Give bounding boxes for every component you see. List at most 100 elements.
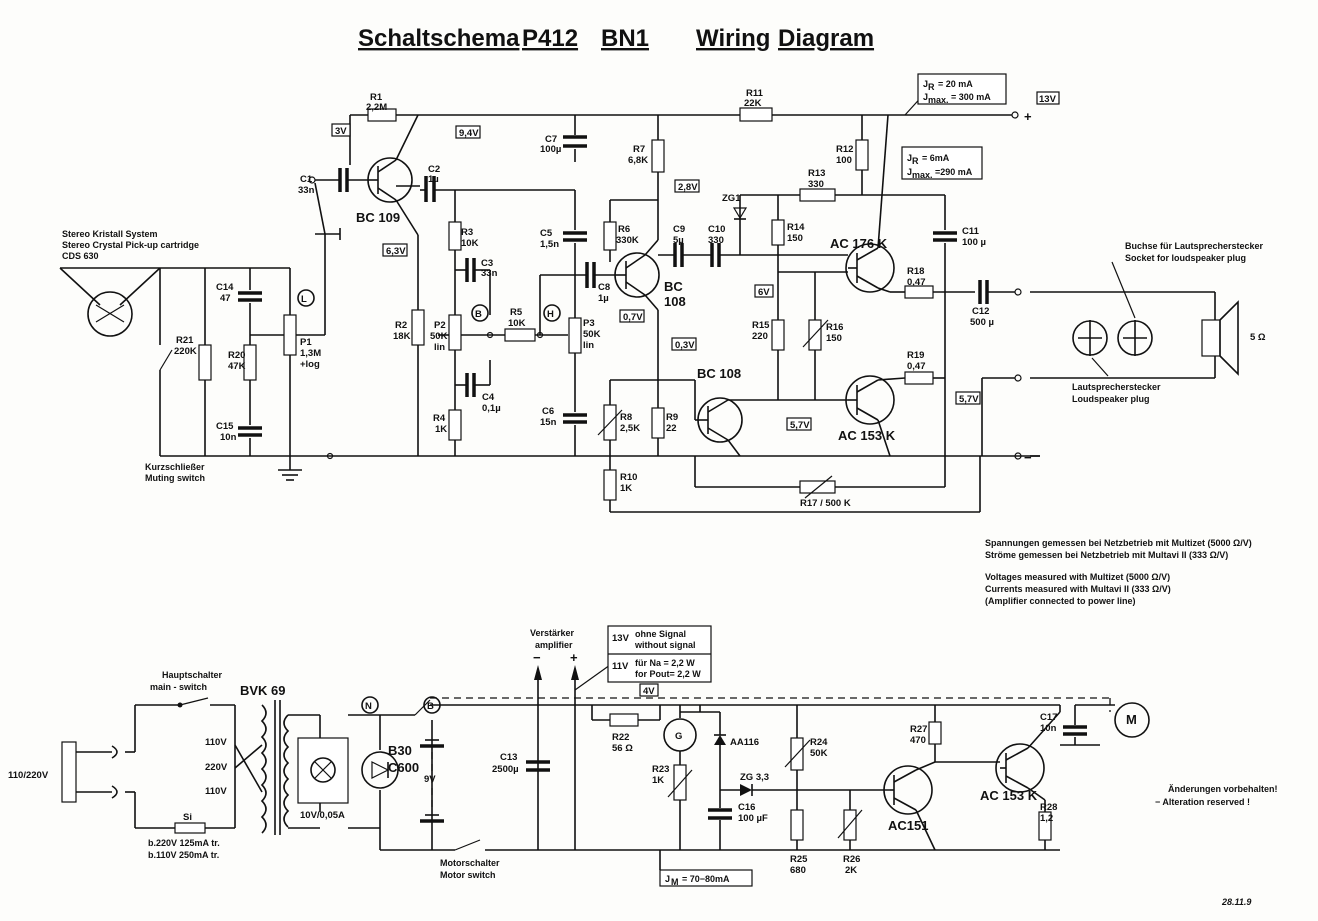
label-r13: R13 bbox=[808, 168, 825, 179]
label-r21: R21 bbox=[176, 335, 194, 346]
muting-line1: Kurzschließer bbox=[145, 462, 205, 472]
value-r9: 22 bbox=[666, 423, 677, 434]
amplifier-wiring bbox=[59, 92, 1239, 513]
label-r5: R5 bbox=[510, 307, 523, 318]
jr-value: = 20 mA bbox=[938, 79, 973, 89]
plug-line2: Loudspeaker plug bbox=[1072, 394, 1150, 404]
value-c7: 100µ bbox=[540, 144, 561, 155]
amp-label-en: amplifier bbox=[535, 640, 573, 650]
jmax-out-symbol: J bbox=[907, 167, 912, 177]
value-r7: 6,8K bbox=[628, 155, 648, 166]
label-c15: C15 bbox=[216, 421, 234, 432]
jr-symbol: J bbox=[923, 79, 928, 89]
diagram-title: Schaltschema P412 BN1 Wiring Diagram bbox=[358, 25, 874, 52]
label-c9: C9 bbox=[673, 224, 685, 235]
transformer-label: BVK 69 bbox=[240, 683, 286, 698]
label-ac176k: AC 176 K bbox=[830, 236, 888, 251]
value-r1: 2,2M bbox=[366, 102, 387, 113]
value-c3: 33n bbox=[481, 268, 498, 279]
jmax-value: = 300 mA bbox=[951, 92, 991, 102]
label-zg1: ZG1 bbox=[722, 193, 741, 204]
value-r25: 680 bbox=[790, 865, 806, 876]
battery-voltage: 9V bbox=[424, 774, 436, 785]
value-r5: 10K bbox=[508, 318, 526, 329]
value-c6: 15n bbox=[540, 417, 557, 428]
value-bc108-top: 108 bbox=[664, 294, 686, 309]
value-r19: 0,47 bbox=[907, 361, 926, 372]
label-r26: R26 bbox=[843, 854, 860, 865]
value-c9: 5µ bbox=[673, 235, 684, 246]
label-c2: C2 bbox=[428, 164, 440, 175]
label-r18: R18 bbox=[907, 266, 924, 277]
measure-line3: Voltages measured with Multizet (5000 Ω/… bbox=[985, 572, 1170, 582]
measure-line2: Ströme gemessen bei Netzbetrieb mit Mult… bbox=[985, 550, 1228, 560]
label-c16: C16 bbox=[738, 802, 755, 813]
voltage-2-8v: 2,8V bbox=[678, 182, 698, 193]
label-p1: P1 bbox=[300, 337, 312, 348]
label-r22: R22 bbox=[612, 732, 629, 743]
value-r16: 150 bbox=[826, 333, 842, 344]
taper-p2: lin bbox=[434, 342, 445, 353]
label-c4: C4 bbox=[482, 392, 495, 403]
value-r14: 150 bbox=[787, 233, 803, 244]
jm-symbol: J bbox=[665, 874, 670, 884]
fuse-label: Si bbox=[183, 812, 192, 823]
voltage-boxes: 3V 9,4V 6,3V 2,8V 0,7V 0,3V 6V 5,7V 5,7V… bbox=[331, 91, 1060, 697]
value-r10: 1K bbox=[620, 483, 632, 494]
label-c6: C6 bbox=[542, 406, 554, 417]
value-c13: 2500µ bbox=[492, 764, 519, 775]
value-c12: 500 µ bbox=[970, 317, 994, 328]
signal-v2: 11V bbox=[612, 661, 629, 672]
title-diagram: Diagram bbox=[778, 25, 874, 52]
label-r11: R11 bbox=[746, 88, 764, 99]
speaker-impedance: 5 Ω bbox=[1250, 332, 1266, 343]
label-p2: P2 bbox=[434, 320, 446, 331]
supply-plus: + bbox=[1024, 109, 1032, 124]
title-wiring: Wiring bbox=[696, 25, 770, 52]
amp-label-de: Verstärker bbox=[530, 628, 575, 638]
value-c5: 1,5n bbox=[540, 239, 559, 250]
value-c4: 0,1µ bbox=[482, 403, 501, 414]
component-labels: R1 2,2M C1 33n BC 109 C2 1µ C7 100µ R7 6… bbox=[174, 88, 1057, 876]
label-bc108-top: BC bbox=[664, 279, 683, 294]
signal-t2b: for Pout= 2,2 W bbox=[635, 669, 701, 679]
label-r8: R8 bbox=[620, 412, 632, 423]
fuse-rating-110: b.110V 250mA tr. bbox=[148, 850, 219, 860]
label-r15: R15 bbox=[752, 320, 770, 331]
value-r4: 1K bbox=[435, 424, 447, 435]
title-variant: BN1 bbox=[601, 25, 649, 52]
value-c11: 100 µ bbox=[962, 237, 986, 248]
label-r24: R24 bbox=[810, 737, 828, 748]
measure-line5: (Amplifier connected to power line) bbox=[985, 596, 1136, 606]
label-r2: R2 bbox=[395, 320, 407, 331]
signal-t2: für Na = 2,2 W bbox=[635, 658, 695, 668]
measure-line4: Currents measured with Multavi II (333 Ω… bbox=[985, 584, 1171, 594]
current-notes: J R = 20 mA J max. = 300 mA J R = 6mA J … bbox=[659, 73, 1007, 887]
amp-plus: + bbox=[570, 650, 578, 665]
label-aa116: AA116 bbox=[730, 737, 759, 748]
tap-110v-top: 110V bbox=[205, 737, 227, 748]
voltage-0-3v: 0,3V bbox=[675, 340, 695, 351]
voltage-13v-supply: 13V bbox=[1039, 94, 1057, 105]
fuse-rating-220: b.220V 125mA tr. bbox=[148, 838, 220, 848]
label-bc109: BC 109 bbox=[356, 210, 400, 225]
label-r27: R27 bbox=[910, 724, 927, 735]
label-c11: C11 bbox=[962, 226, 980, 237]
cartridge-line3: CDS 630 bbox=[62, 251, 99, 261]
label-r17: R17 / 500 K bbox=[800, 498, 851, 509]
value-r2: 18K bbox=[393, 331, 411, 342]
value-r21: 220K bbox=[174, 346, 197, 357]
value-r15: 220 bbox=[752, 331, 768, 342]
measure-line1: Spannungen gemessen bei Netzbetrieb mit … bbox=[985, 538, 1252, 548]
value-c8: 1µ bbox=[598, 293, 609, 304]
label-r25: R25 bbox=[790, 854, 808, 865]
markers: L B H N B G M bbox=[297, 289, 1137, 742]
value-r13: 330 bbox=[808, 179, 824, 190]
value-r20: 47K bbox=[228, 361, 246, 372]
label-r12: R12 bbox=[836, 144, 853, 155]
amp-minus: − bbox=[533, 650, 541, 665]
label-bc108-bottom: BC 108 bbox=[697, 366, 741, 381]
label-r1: R1 bbox=[370, 92, 383, 103]
label-r6: R6 bbox=[618, 224, 630, 235]
value-r18: 0,47 bbox=[907, 277, 926, 288]
